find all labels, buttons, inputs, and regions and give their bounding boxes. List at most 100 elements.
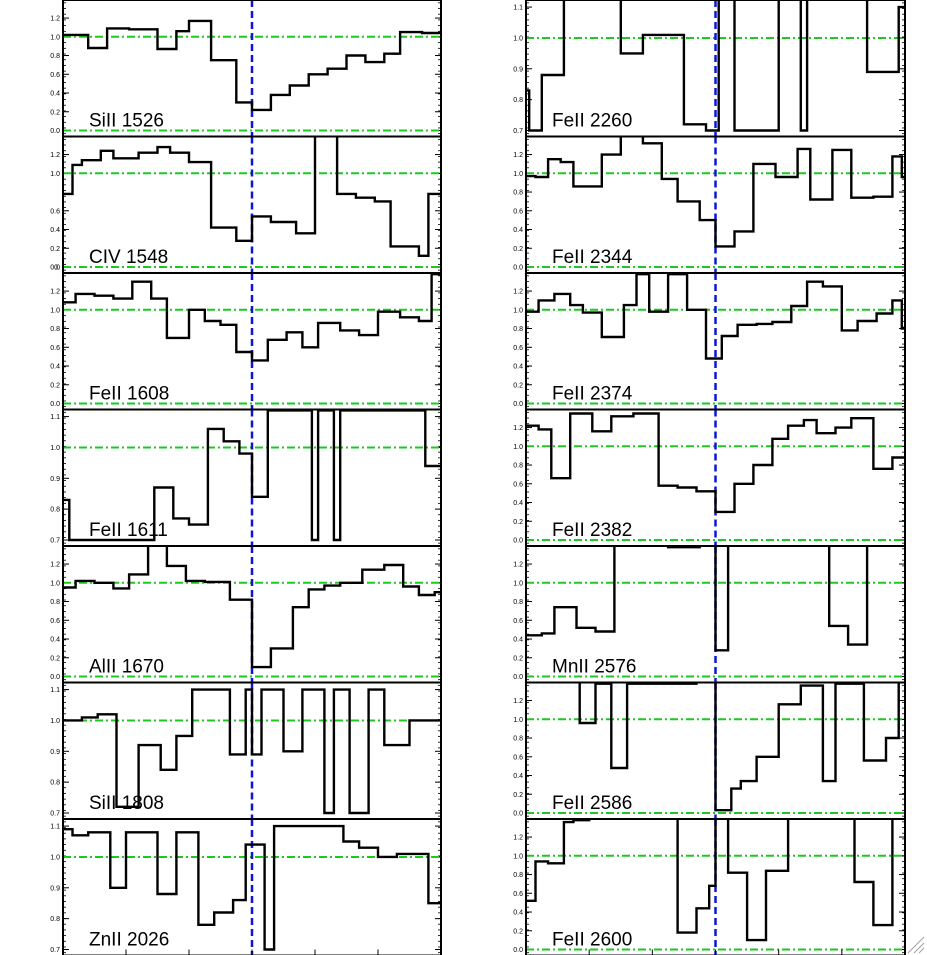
- ion-label: FeII 2382: [552, 520, 632, 541]
- y-tick-label: 1.0: [513, 580, 523, 587]
- y-tick-label: 0.0: [50, 265, 60, 272]
- flux-spectrum-step: [63, 19, 441, 112]
- y-tick-label: 0.0: [513, 811, 523, 818]
- y-tick-label: 1.2: [50, 562, 60, 569]
- y-tick-label: 0.4: [50, 637, 60, 644]
- flux-spectrum-step: [63, 688, 441, 815]
- y-tick-label: 0.9: [50, 476, 60, 483]
- flux-spectrum-step: [526, 136, 905, 248]
- y-tick-label: 0.4: [513, 773, 523, 780]
- y-tick-label: 0.8: [513, 97, 523, 104]
- y-tick-label: 1.0: [50, 580, 60, 587]
- y-tick-label: 0.8: [50, 599, 60, 606]
- y-tick-label: 1.0: [50, 718, 60, 725]
- ion-label: ZnII 2026: [89, 930, 169, 951]
- ion-label: FeII 1611: [89, 520, 168, 541]
- y-tick-label: 1.2: [50, 152, 60, 159]
- y-tick-label: 0.0: [50, 674, 60, 681]
- y-tick-label: 0.8: [50, 916, 60, 923]
- flux-spectrum-step: [63, 546, 441, 669]
- ion-label: FeII 2600: [552, 930, 632, 951]
- y-tick-label: 1.0: [50, 854, 60, 861]
- ion-label: FeII 2586: [552, 793, 632, 814]
- flux-spectrum-step: [526, 546, 905, 652]
- y-tick-label: 1.2: [513, 562, 523, 569]
- y-tick-label: 0.8: [513, 190, 523, 197]
- y-tick-label: 0.4: [513, 227, 523, 234]
- y-tick-label: 0.2: [513, 382, 523, 389]
- y-tick-label: 1.1: [50, 824, 60, 831]
- y-tick-label: 0.6: [50, 618, 60, 625]
- flux-spectrum-step: [526, 682, 905, 812]
- y-tick-label: 0.6: [513, 754, 523, 761]
- y-tick-label: 1.0: [50, 307, 60, 314]
- y-tick-label: 1.2: [513, 152, 523, 159]
- y-tick-label: 0.9: [50, 749, 60, 756]
- y-tick-label: 0.4: [50, 364, 60, 371]
- flux-spectrum-step: [63, 136, 441, 257]
- flux-spectrum-step: [526, 819, 905, 942]
- y-tick-label: 0.6: [513, 345, 523, 352]
- flux-spectrum-step: [63, 824, 441, 951]
- y-tick-label: 0.4: [513, 364, 523, 371]
- ion-label: SiII 1808: [89, 793, 164, 814]
- ion-label: FeII 2374: [552, 384, 633, 405]
- y-tick-label: 1.1: [50, 414, 60, 421]
- y-tick-label: 1.2: [513, 835, 523, 842]
- y-tick-label: 0.9: [513, 66, 523, 73]
- y-tick-label: 0.0: [513, 538, 523, 545]
- y-tick-label: 0.6: [50, 208, 60, 215]
- y-tick-label: 1.0: [513, 307, 523, 314]
- y-tick-label: 0.7: [513, 128, 523, 135]
- y-tick-label: 1.1: [50, 687, 60, 694]
- y-tick-label: 0.6: [513, 891, 523, 898]
- y-tick-label: 0.2: [50, 655, 60, 662]
- y-tick-label: 1.2: [513, 425, 523, 432]
- y-tick-label: 0.4: [513, 910, 523, 917]
- y-tick-label: 1.0: [513, 444, 523, 451]
- y-tick-label: 0.8: [50, 326, 60, 333]
- y-tick-label: 0.8: [50, 507, 60, 514]
- y-tick-label: 0.4: [50, 91, 60, 98]
- y-tick-label: 0.6: [513, 618, 523, 625]
- y-tick-label: 0.8: [513, 326, 523, 333]
- resize-grip-icon[interactable]: [907, 936, 925, 954]
- y-tick-label: 0.4: [513, 637, 523, 644]
- y-tick-label: 0.8: [50, 53, 60, 60]
- y-tick-label: 0.6: [513, 208, 523, 215]
- y-tick-label: 1.2: [513, 289, 523, 296]
- panel-frame: [62, 818, 442, 955]
- y-tick-label: 0.2: [50, 382, 60, 389]
- flux-spectrum-step: [526, 273, 905, 360]
- y-tick-label: 0.0: [513, 265, 523, 272]
- y-tick-label: 0.2: [50, 109, 60, 116]
- y-tick-label: 0.6: [513, 481, 523, 488]
- y-tick-label: 1.2: [50, 289, 60, 296]
- y-tick-label: 1.0: [50, 34, 60, 41]
- flux-spectrum-step: [526, 0, 905, 132]
- ion-label: FeII 1608: [89, 384, 169, 405]
- y-tick-label: 1.0: [50, 171, 60, 178]
- y-tick-label: 1.0: [513, 171, 523, 178]
- y-tick-label: 0.4: [50, 227, 60, 234]
- y-tick-label: 0.8: [513, 599, 523, 606]
- y-tick-label: 0.8: [513, 872, 523, 879]
- y-tick-label: 1.0: [513, 853, 523, 860]
- y-tick-label: 0.0: [50, 401, 60, 408]
- ion-label: CIV 1548: [89, 247, 168, 268]
- y-tick-label: 0.4: [513, 500, 523, 507]
- ion-label: FeII 2344: [552, 247, 633, 268]
